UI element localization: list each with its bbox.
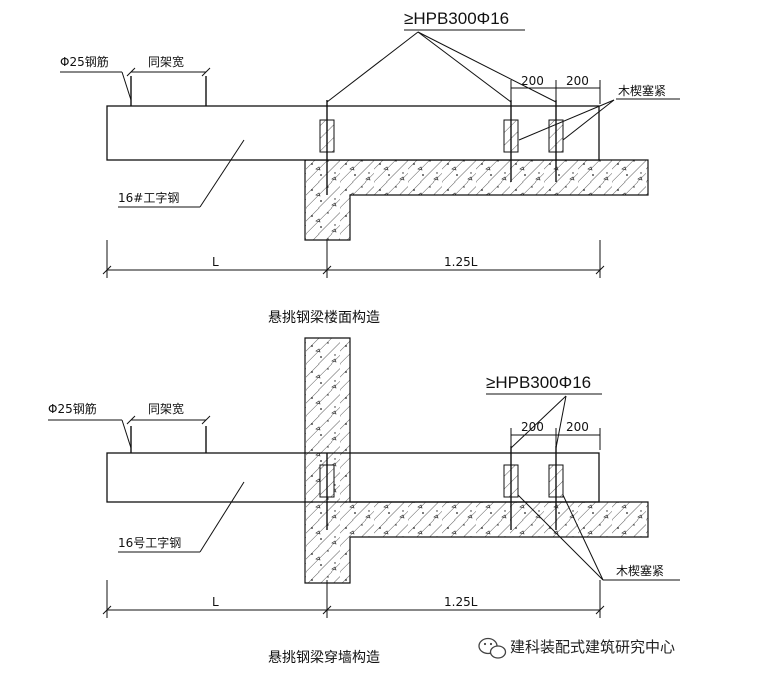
spacing-label-1: 200 [521,420,544,434]
floor-section-drawing: ≥HPB300Φ16 200 200 木楔塞紧 Φ25钢筋 同架宽 16#工字钢 [60,9,680,326]
frame-width-label: 同架宽 [148,401,184,416]
watermark: 建科装配式建筑研究中心 [478,637,675,659]
beam-label: 16号工字钢 [118,535,181,550]
wedge-label: 木楔塞紧 [616,563,664,578]
dim-right-label: 1.25L [444,595,478,609]
wedge-label: 木楔塞紧 [618,83,666,98]
wall-section-drawing: ≥HPB300Φ16 200 200 木楔塞紧 Φ25钢筋 同架宽 16号工字钢 [48,337,680,666]
spacing-label-2: 200 [566,420,589,434]
steel-i-beam [106,105,600,161]
steel-i-beam [106,452,600,503]
watermark-text: 建科装配式建筑研究中心 [510,638,675,656]
dim-left-label: L [212,595,219,609]
drawing-title: 悬挑钢梁穿墙构造 [268,650,380,666]
concrete-slab-with-beam [304,159,649,241]
rebar-label: Φ25钢筋 [48,401,97,416]
dim-left-label: L [212,255,219,269]
anchor-spec-label: ≥HPB300Φ16 [486,373,591,392]
anchor-spec-label: ≥HPB300Φ16 [404,9,509,28]
spacing-label-2: 200 [566,74,589,88]
spacing-label-1: 200 [521,74,544,88]
concrete-wall-with-slab [304,337,649,584]
frame-width-label: 同架宽 [148,54,184,69]
rebar-label: Φ25钢筋 [60,54,109,69]
dim-right-label: 1.25L [444,255,478,269]
wechat-icon [478,637,507,659]
beam-label: 16#工字钢 [118,190,179,205]
drawing-title: 悬挑钢梁楼面构造 [268,310,380,326]
